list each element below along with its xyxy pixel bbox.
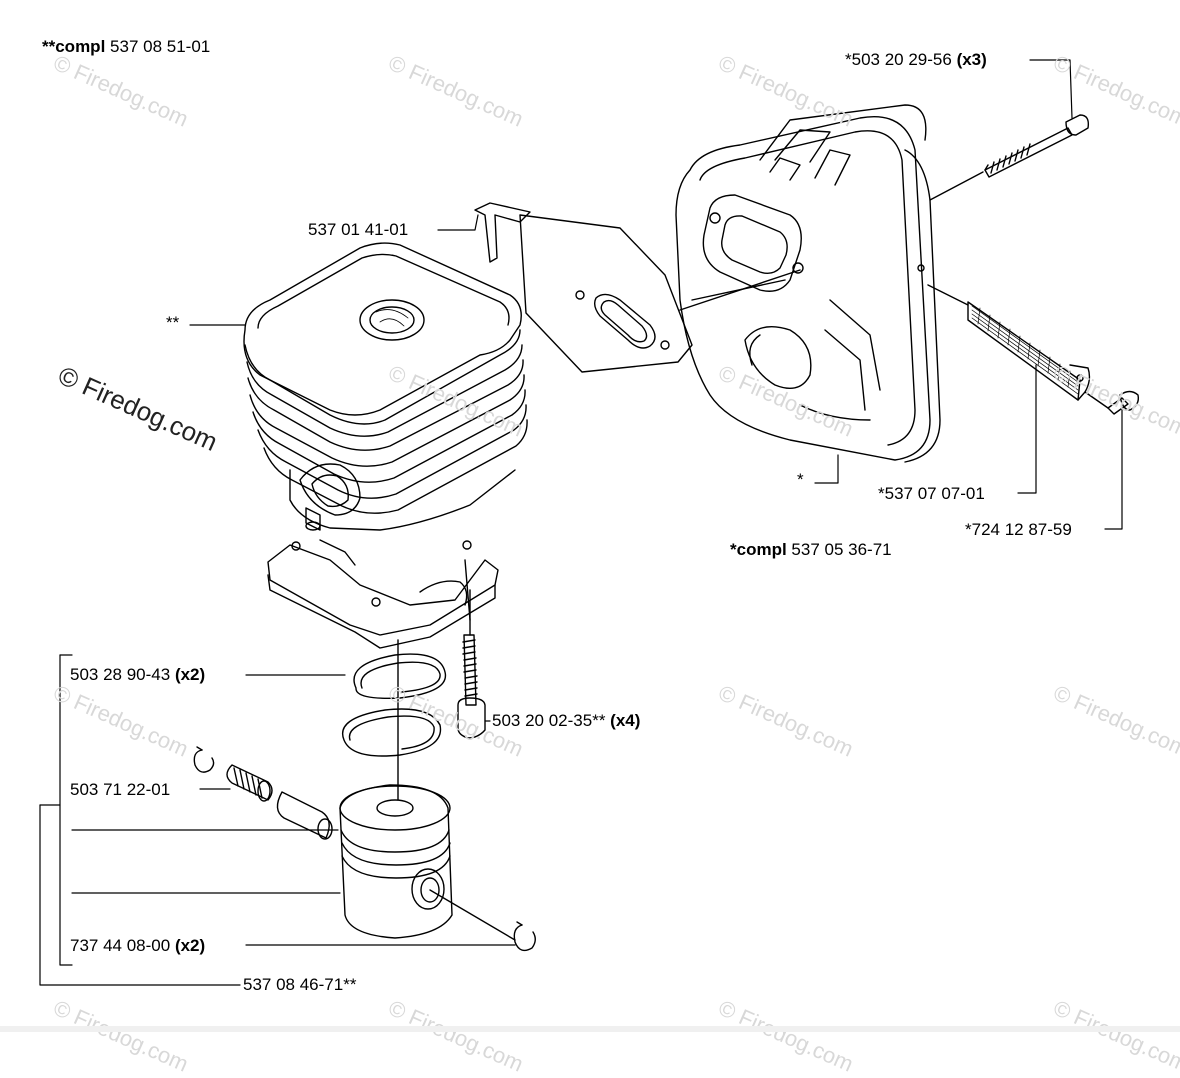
label-muffler-ref: * <box>797 470 804 489</box>
cylinder-bolt <box>457 589 486 739</box>
label-muffler-bolt: *503 20 29-56 (x3) <box>845 50 987 69</box>
cylinder <box>243 242 528 801</box>
label-bracket: 537 01 41-01 <box>308 220 409 239</box>
label-cylinder-bolt: 503 20 02-35** (x4) <box>492 711 641 730</box>
label-cylinder-compl: **compl 537 08 51-01 <box>42 37 211 56</box>
circlip-right <box>513 921 536 952</box>
circlip-left <box>193 746 215 773</box>
diagram-drawing <box>39 59 1140 986</box>
bracket-gasket <box>474 202 801 373</box>
label-muffler-compl: *compl 537 05 36-71 <box>730 540 892 559</box>
label-piston-kit: 537 08 46-71** <box>243 975 357 994</box>
muffler <box>675 104 941 463</box>
leader-lines <box>39 59 1123 986</box>
label-circlip: 737 44 08-00 (x2) <box>70 936 206 955</box>
label-spark-screen: *537 07 07-01 <box>878 484 985 503</box>
label-small-screw: *724 12 87-59 <box>965 520 1072 539</box>
label-cylinder-ref: ** <box>166 313 180 332</box>
wrist-pin <box>276 791 333 840</box>
muffler-bolt <box>929 114 1090 201</box>
piston <box>339 784 516 941</box>
piston-rings <box>342 653 447 757</box>
parts-diagram: © Firedog.com © Firedog.com © Firedog.co… <box>0 37 1180 1077</box>
label-needle-bearing: 503 71 22-01 <box>70 780 171 799</box>
small-screw <box>1084 390 1140 415</box>
bottom-bar <box>0 1026 1180 1032</box>
label-piston-ring: 503 28 90-43 (x2) <box>70 665 206 684</box>
needle-bearing <box>226 764 273 802</box>
